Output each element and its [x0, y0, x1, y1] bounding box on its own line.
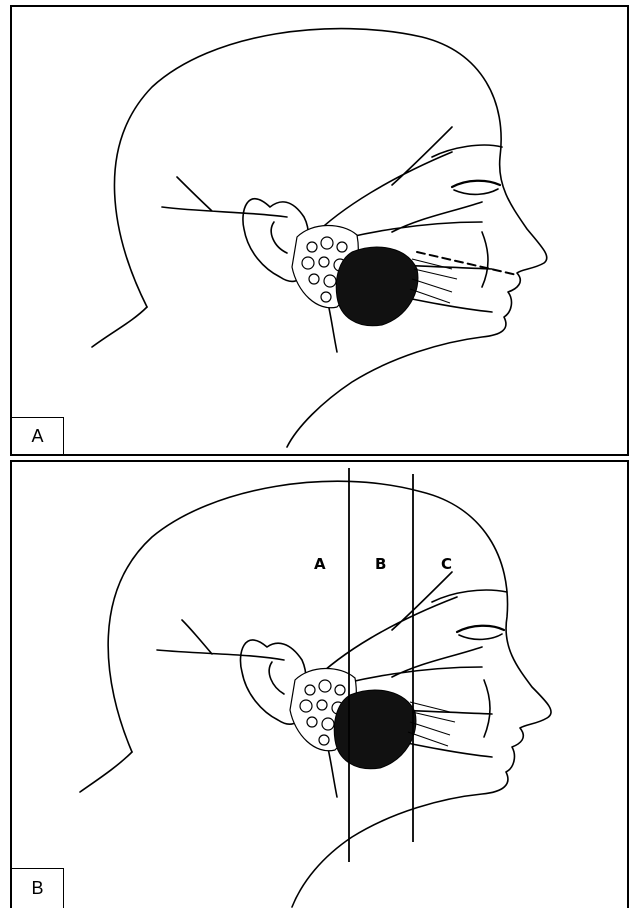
masseter-muscle: [336, 247, 418, 326]
eye: [452, 181, 500, 187]
neck-back: [92, 307, 147, 347]
panel-label-b: B: [12, 868, 64, 908]
facial-nerve-illustration-b: A B C: [12, 462, 627, 910]
panel-b: A B C B: [10, 460, 629, 908]
neck-back: [80, 752, 132, 792]
eye: [457, 626, 504, 632]
zone-label-b: B: [375, 555, 386, 573]
nerve-auricular: [162, 177, 287, 217]
facial-nerve-illustration-a: [12, 7, 627, 454]
panel-label-a: A: [12, 417, 64, 454]
nerve-auricular: [157, 620, 284, 660]
zone-label-a: A: [314, 555, 326, 573]
masseter-muscle: [334, 690, 416, 769]
panel-a: A: [10, 5, 629, 456]
zone-label-c: C: [441, 555, 452, 573]
